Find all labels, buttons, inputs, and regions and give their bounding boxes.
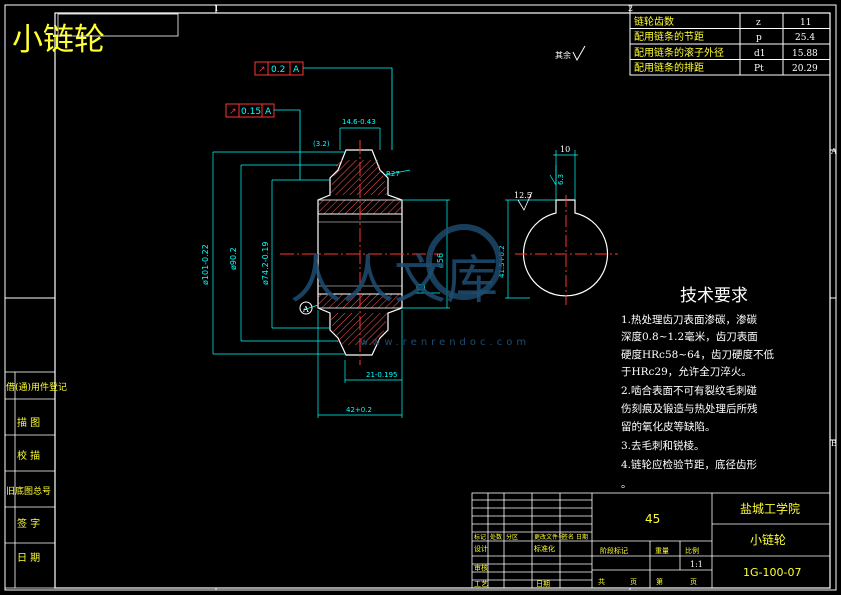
zone-letter-a: A <box>830 147 837 156</box>
tb-label: 审核 <box>474 563 488 572</box>
scale: 1:1 <box>690 560 703 569</box>
left-strip-check: 校 描 <box>17 449 40 462</box>
param-label-row: 配用链条的排距 <box>634 61 704 74</box>
left-strip <box>4 371 56 589</box>
tolerance-datum-2: A <box>265 107 272 117</box>
tb-label: 页 <box>690 578 697 586</box>
tech-line: 4.链轮应检验节距，底径齿形 <box>621 458 758 471</box>
param-symbol-d1: d1 <box>754 49 766 59</box>
dim-d90: ø90.2 <box>229 247 238 270</box>
roughness-corner-icon <box>572 45 586 62</box>
tolerance-datum-1: A <box>293 65 300 75</box>
watermark-text: 人人文库 <box>290 251 498 311</box>
tb-label: 比例 <box>685 546 699 555</box>
tb-label: 阶段标记 <box>600 546 628 555</box>
tech-title: 技术要求 <box>680 286 748 306</box>
left-strip-date: 日 期 <box>17 552 40 564</box>
tb-label: 标记 <box>474 533 486 541</box>
dim-key-width: 10 <box>560 145 570 154</box>
tb-label: 标准化 <box>534 544 555 553</box>
material: 45 <box>645 512 660 526</box>
dim-d74: ø74.2-0.19 <box>261 242 270 285</box>
drawing-title: 小链轮 <box>12 22 105 58</box>
title-stamp-box <box>57 13 179 37</box>
runout-icon: ↗ <box>258 65 266 75</box>
tolerance-frame-2: ↗ 0.15 A <box>225 103 301 180</box>
tech-line: 3.去毛刺和锐棱。 <box>621 439 705 452</box>
tech-line: 。 <box>621 478 632 490</box>
zone-number-2: 2 <box>628 4 633 13</box>
tb-label: 更改文件号 <box>534 533 564 541</box>
tb-label: 处数 <box>490 533 502 541</box>
tech-requirements: 1.热处理齿刀表面渗碳，渗碳 深度0.8~1.2毫米，齿刀表面 硬度HRc58~… <box>621 313 774 490</box>
drawing-number: 1G-100-07 <box>743 566 801 579</box>
dim-r32: (3.2) <box>313 140 330 148</box>
left-strip-old-no: 旧底图总号 <box>6 485 51 497</box>
param-value-pitch: 25.4 <box>795 33 815 43</box>
tolerance-value-2: 0.15 <box>241 107 261 117</box>
tolerance-value-1: 0.2 <box>271 65 285 75</box>
tb-label: 日期 <box>576 533 588 541</box>
zone-number-1: 1 <box>214 4 219 13</box>
tb-label: 工艺 <box>474 580 488 588</box>
sprocket-section-view <box>280 140 440 365</box>
tb-label: 重量 <box>655 547 669 555</box>
dim-w14: 14.6-0.43 <box>342 118 376 126</box>
roughness-value: 12.5 <box>514 191 532 200</box>
tb-label: 设计 <box>474 544 488 553</box>
param-label-teeth: 链轮齿数 <box>634 15 674 28</box>
dim-key-rough: 6.3 <box>557 174 565 185</box>
param-label-roller: 配用链条的滚子外径 <box>634 46 724 59</box>
param-table: 链轮齿数 配用链条的节距 配用链条的滚子外径 配用链条的排距 z p d1 Pt… <box>629 12 831 76</box>
tech-line: 于HRc29，允许全刀淬火。 <box>621 365 752 378</box>
watermark-url: www.renrendoc.com <box>360 337 530 348</box>
zone-letter-b: B <box>831 439 837 448</box>
school-name: 盐城工学院 <box>740 501 800 516</box>
param-value-row: 20.29 <box>792 64 818 74</box>
param-value-teeth: 11 <box>800 18 811 28</box>
tech-line: 伤刻痕及锻造与热处理后所残 <box>621 402 758 415</box>
left-strip-sign: 签 字 <box>17 517 40 530</box>
dim-c1: C1 <box>416 283 427 292</box>
tb-label: 分区 <box>506 533 518 541</box>
datum-a-circle <box>299 301 313 315</box>
dim-od: ø101-0.22 <box>201 244 210 285</box>
roughness-corner-label: 其余 <box>555 50 571 60</box>
part-name: 小链轮 <box>750 532 786 547</box>
dimension-lines <box>212 127 450 418</box>
tb-label: 共 <box>598 577 605 586</box>
dim-w21: 21-0.195 <box>366 371 397 379</box>
left-strip-reg: 借(通)用件登记 <box>6 381 67 393</box>
title-block-labels: 标记 处数 分区 更改文件号 签名 日期 设计 标准化 阶段标记 重量 比例 审… <box>474 533 699 588</box>
dim-r27: R27 <box>386 170 400 178</box>
param-label-pitch: 配用链条的节距 <box>634 30 704 43</box>
datum-a-label: A <box>302 305 309 314</box>
tb-label: 签名 <box>562 533 574 541</box>
keyway-view <box>505 150 618 305</box>
dim-key-depth: 41.5+0.2 <box>498 245 506 278</box>
param-symbol-z: z <box>756 18 761 28</box>
tb-label: 页 <box>630 578 637 586</box>
param-symbol-pt: Pt <box>754 64 764 74</box>
param-value-roller: 15.88 <box>792 49 818 59</box>
tech-line: 1.热处理齿刀表面渗碳，渗碳 <box>621 313 758 326</box>
tech-line: 硬度HRc58~64，齿刀硬度不低 <box>621 348 774 361</box>
runout-icon-2: ↗ <box>229 107 237 117</box>
tech-line: 2.啮合表面不可有裂纹毛刺碰 <box>621 384 758 397</box>
tolerance-frame-1: ↗ 0.2 A <box>254 61 393 150</box>
left-strip-trace: 描 图 <box>17 416 40 429</box>
title-block <box>471 492 831 589</box>
tb-label: 第 <box>656 577 663 586</box>
tech-line: 深度0.8~1.2毫米，齿刀表面 <box>621 330 758 343</box>
tb-label: 日期 <box>536 580 550 588</box>
dim-w42: 42+0.2 <box>346 406 372 414</box>
param-symbol-p: p <box>756 33 762 43</box>
dim-d56: ø56 <box>436 253 445 268</box>
drawing-frame <box>4 4 837 591</box>
tech-line: 留的氧化皮等缺陷。 <box>621 420 716 433</box>
watermark-logo-icon <box>426 224 502 300</box>
